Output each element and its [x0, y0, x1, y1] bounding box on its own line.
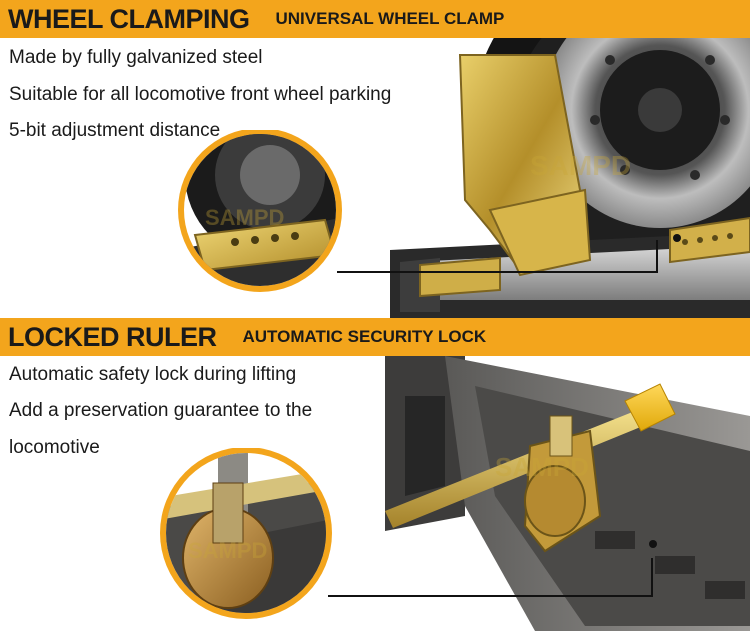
section-banner: WHEEL CLAMPING UNIVERSAL WHEEL CLAMP	[0, 0, 750, 38]
section-banner: LOCKED RULER AUTOMATIC SECURITY LOCK	[0, 318, 750, 356]
watermark-text: SAMPD	[205, 205, 284, 230]
wheel-clamp-photo: SAMPD	[380, 0, 750, 318]
lock-detail-callout: SAMPD	[160, 448, 653, 619]
watermark-text: SAMPD	[495, 452, 589, 482]
feature-line: locomotive	[9, 437, 100, 458]
wheel-clamping-section: SAMPD WHEEL CLAMPING UNIVERSAL WHEEL CLA…	[0, 0, 750, 318]
locked-ruler-section: SAMPD LOCKED RULER AUTOMATIC SECURITY LO…	[0, 318, 750, 631]
watermark-text: SAMPD	[530, 150, 631, 181]
watermark-text: SAMPD	[188, 538, 267, 563]
feature-line: Suitable for all locomotive front wheel …	[9, 84, 392, 105]
section-subtitle: AUTOMATIC SECURITY LOCK	[242, 327, 487, 346]
feature-line: Add a preservation guarantee to the	[9, 400, 313, 421]
feature-line: Made by fully galvanized steel	[9, 47, 263, 68]
feature-line: Automatic safety lock during lifting	[9, 364, 297, 385]
security-lock-photo: SAMPD	[385, 356, 750, 631]
section-subtitle: UNIVERSAL WHEEL CLAMP	[275, 9, 505, 28]
feature-line: 5-bit adjustment distance	[9, 120, 221, 141]
section-title: LOCKED RULER	[8, 321, 217, 352]
clamp-detail-callout: SAMPD	[178, 130, 658, 292]
section-title: WHEEL CLAMPING	[8, 3, 250, 34]
